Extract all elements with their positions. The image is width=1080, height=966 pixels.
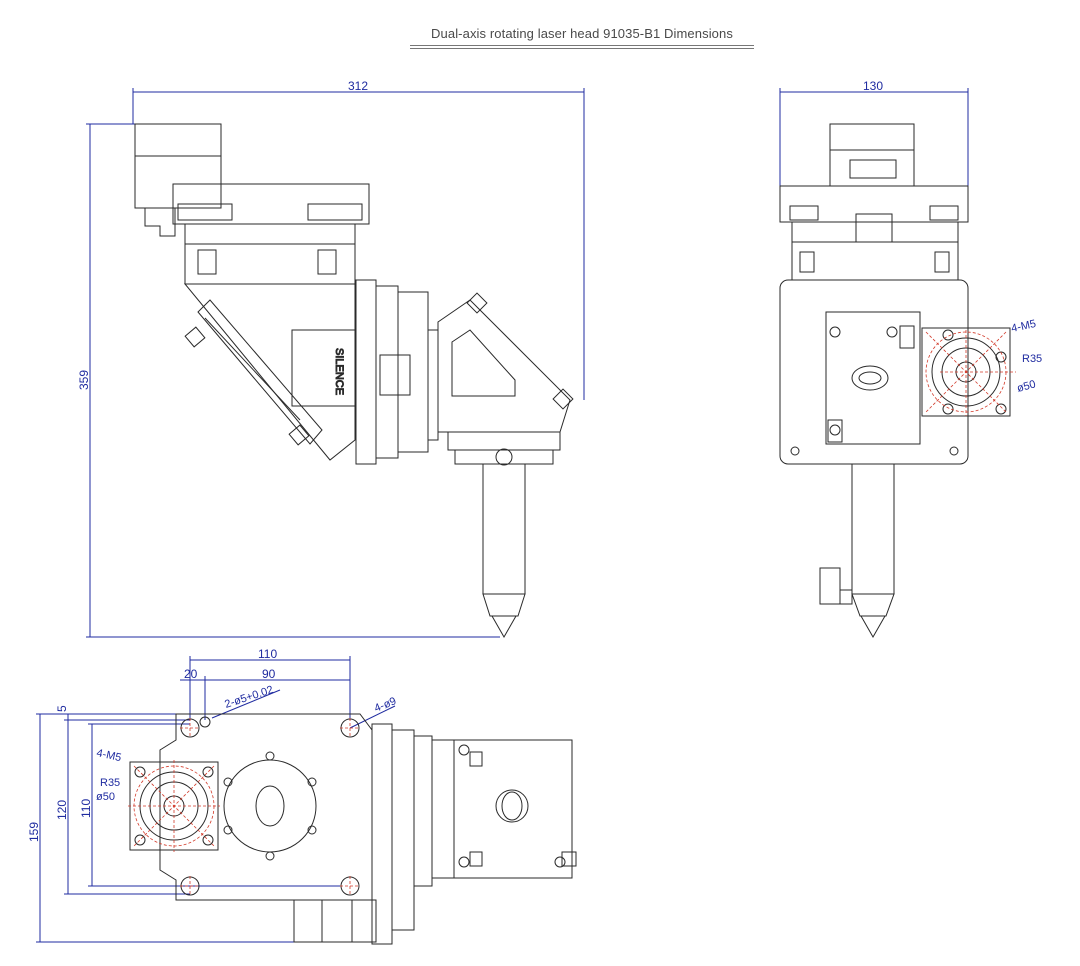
front-motor [829,123,915,187]
side-angled-body [183,283,356,461]
side-motor [134,123,222,209]
top-offset-5-dimension: 5 [55,705,69,712]
top-height-110-dimension: 110 [79,799,93,818]
side-silence-motor [291,329,357,407]
title-underline-double [410,48,754,49]
front-view [779,88,1011,639]
top-main-body [159,713,373,901]
top-offset-20-dimension: 20 [184,667,198,681]
front-width-dimension: 130 [863,79,883,93]
front-column [791,241,959,281]
front-inner-port [851,365,889,391]
front-nozzle-tip [860,615,886,639]
side-width-dimension: 312 [348,79,368,93]
top-dimension-lines [36,656,396,943]
side-height-dimension: 359 [77,370,91,390]
top-height-159-dimension: 159 [27,822,41,842]
drawing-title-block: Dual-axis rotating laser head 91035-B1 D… [410,26,754,49]
top-lower-block [293,899,377,943]
top-width-110-dimension: 110 [258,647,277,661]
top-large-holes-callout: 4-ø9 [373,695,398,715]
top-height-120-dimension: 120 [55,800,69,820]
top-width-90-dimension: 90 [262,667,276,681]
front-holes-callout: 4-M5 [1010,318,1037,335]
title-underline [410,45,754,46]
drawing-title: Dual-axis rotating laser head 91035-B1 D… [431,26,733,41]
front-top-flange [779,185,969,223]
front-air-fitting [819,567,841,605]
side-cutting-bracket [437,299,571,433]
side-dimension-lines [86,88,585,638]
side-nozzle-tip [491,615,517,639]
side-view: SILENCE [86,88,585,639]
top-holes-callout: 4-M5 [95,747,122,764]
center-marks [128,330,1016,896]
front-nozzle-body [851,463,895,595]
front-radius-callout: R35 [1022,353,1042,365]
top-rotary-disc [223,759,317,853]
front-inner-plate [825,311,921,445]
top-view [36,656,577,945]
front-dimension-lines [779,88,969,190]
front-logo-plate [849,159,897,179]
top-radius-callout: R35 [100,777,120,789]
top-pin-callout: 2-ø5+0.02 [223,684,275,711]
front-diameter-callout: ø50 [1016,378,1037,395]
motor-label: SILENCE [333,348,345,395]
top-diameter-callout: ø50 [96,791,115,803]
side-nozzle-body [482,463,526,595]
